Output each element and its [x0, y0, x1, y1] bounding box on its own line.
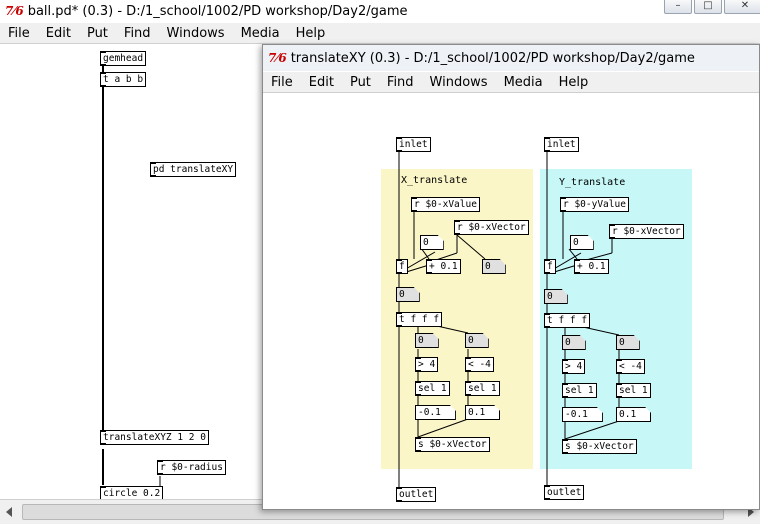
- y-number-box-e[interactable]: 0: [616, 335, 640, 350]
- main-titlebar[interactable]: 7⁄6 ball.pd* (0.3) - D:/1_school/1002/PD…: [0, 0, 760, 22]
- y-greater-than-object[interactable]: > 4: [562, 359, 586, 374]
- menu-put[interactable]: Put: [349, 74, 371, 90]
- y-number-box-a[interactable]: 0: [570, 235, 594, 250]
- y-translate-comment: Y_translate: [559, 177, 626, 188]
- minimize-icon[interactable]: –: [664, 0, 692, 14]
- x-number-box-a[interactable]: 0: [420, 235, 444, 250]
- x-inlet-object[interactable]: inlet: [396, 137, 431, 152]
- y-number-box-c[interactable]: 0: [544, 289, 568, 304]
- sub-wires: [398, 151, 620, 487]
- menu-file[interactable]: File: [271, 74, 293, 90]
- y-select-b-object[interactable]: sel 1: [616, 383, 651, 398]
- y-number-box-d[interactable]: 0: [562, 335, 586, 350]
- main-window-title: ball.pd* (0.3) - D:/1_school/1002/PD wor…: [27, 3, 408, 19]
- main-menubar: File Edit Put Find Windows Media Help: [0, 23, 760, 44]
- close-icon[interactable]: ✕: [724, 0, 760, 14]
- tcl-feather-icon: 7⁄6: [5, 4, 24, 18]
- x-number-box-e[interactable]: 0: [465, 333, 489, 348]
- menu-edit[interactable]: Edit: [45, 25, 71, 41]
- trigger-object[interactable]: t a b b: [100, 72, 147, 87]
- x-select-b-object[interactable]: sel 1: [465, 381, 500, 396]
- sub-menubar: File Edit Put Find Windows Media Help: [263, 72, 759, 93]
- x-receive-vector-object[interactable]: r $0-xVector: [454, 220, 529, 235]
- y-select-a-object[interactable]: sel 1: [562, 383, 597, 398]
- sub-window-title: translateXY (0.3) - D:/1_school/1002/PD …: [290, 50, 695, 66]
- x-number-box-d[interactable]: 0: [415, 333, 439, 348]
- circle-object[interactable]: circle 0.2: [100, 486, 164, 501]
- x-float-object[interactable]: f: [396, 259, 408, 274]
- menu-help[interactable]: Help: [295, 25, 326, 41]
- y-trigger-object[interactable]: t f f f: [544, 313, 591, 328]
- translatexyz-object[interactable]: translateXYZ 1 2 0: [100, 430, 209, 445]
- pd-translatexy-object[interactable]: pd translateXY: [150, 162, 237, 177]
- menu-find[interactable]: Find: [123, 25, 151, 41]
- menu-windows[interactable]: Windows: [166, 25, 225, 41]
- gemhead-object[interactable]: gemhead: [100, 51, 147, 66]
- sub-titlebar[interactable]: 7⁄6 translateXY (0.3) - D:/1_school/1002…: [263, 45, 759, 71]
- x-trigger-object[interactable]: t f f f: [396, 312, 443, 327]
- menu-media[interactable]: Media: [503, 74, 543, 90]
- menu-file[interactable]: File: [8, 25, 30, 41]
- menu-windows[interactable]: Windows: [429, 74, 488, 90]
- menu-put[interactable]: Put: [86, 25, 108, 41]
- menu-edit[interactable]: Edit: [308, 74, 334, 90]
- y-inlet-object[interactable]: inlet: [544, 137, 579, 152]
- x-outlet-object[interactable]: outlet: [396, 487, 437, 502]
- y-message-negative[interactable]: -0.1: [562, 407, 603, 422]
- y-plus-object[interactable]: + 0.1: [574, 259, 609, 274]
- x-send-vector-object[interactable]: s $0-xVector: [415, 437, 490, 452]
- x-message-positive[interactable]: 0.1: [465, 405, 500, 420]
- y-float-object[interactable]: f: [544, 259, 556, 274]
- window-controls: – □ ✕: [662, 0, 760, 14]
- x-less-than-object[interactable]: < -4: [465, 357, 494, 372]
- y-send-vector-object[interactable]: s $0-xVector: [562, 439, 637, 454]
- y-receive-value-object[interactable]: r $0-yValue: [560, 197, 629, 212]
- sub-patch-canvas[interactable]: inlet X_translate r $0-xValue r $0-xVect…: [263, 93, 759, 509]
- translatexy-subpatch-window: 7⁄6 translateXY (0.3) - D:/1_school/1002…: [262, 44, 760, 510]
- x-plus-object[interactable]: + 0.1: [426, 259, 461, 274]
- y-receive-vector-object[interactable]: r $0-xVector: [609, 224, 684, 239]
- x-message-negative[interactable]: -0.1: [415, 405, 456, 420]
- tcl-feather-icon: 7⁄6: [268, 51, 287, 65]
- x-select-a-object[interactable]: sel 1: [415, 381, 450, 396]
- maximize-icon[interactable]: □: [694, 0, 722, 14]
- y-outlet-object[interactable]: outlet: [544, 485, 585, 500]
- x-translate-comment: X_translate: [401, 175, 468, 186]
- x-receive-value-object[interactable]: r $0-xValue: [411, 197, 480, 212]
- y-message-positive[interactable]: 0.1: [616, 407, 651, 422]
- y-less-than-object[interactable]: < -4: [616, 359, 645, 374]
- menu-media[interactable]: Media: [240, 25, 280, 41]
- x-number-box-c[interactable]: 0: [396, 287, 420, 302]
- scroll-right-icon[interactable]: [748, 507, 754, 517]
- menu-help[interactable]: Help: [558, 74, 589, 90]
- receive-radius-object[interactable]: r $0-radius: [157, 460, 226, 475]
- x-greater-than-object[interactable]: > 4: [415, 357, 439, 372]
- scroll-left-icon[interactable]: [6, 507, 12, 517]
- menu-find[interactable]: Find: [386, 74, 414, 90]
- x-number-box-b[interactable]: 0: [482, 259, 506, 274]
